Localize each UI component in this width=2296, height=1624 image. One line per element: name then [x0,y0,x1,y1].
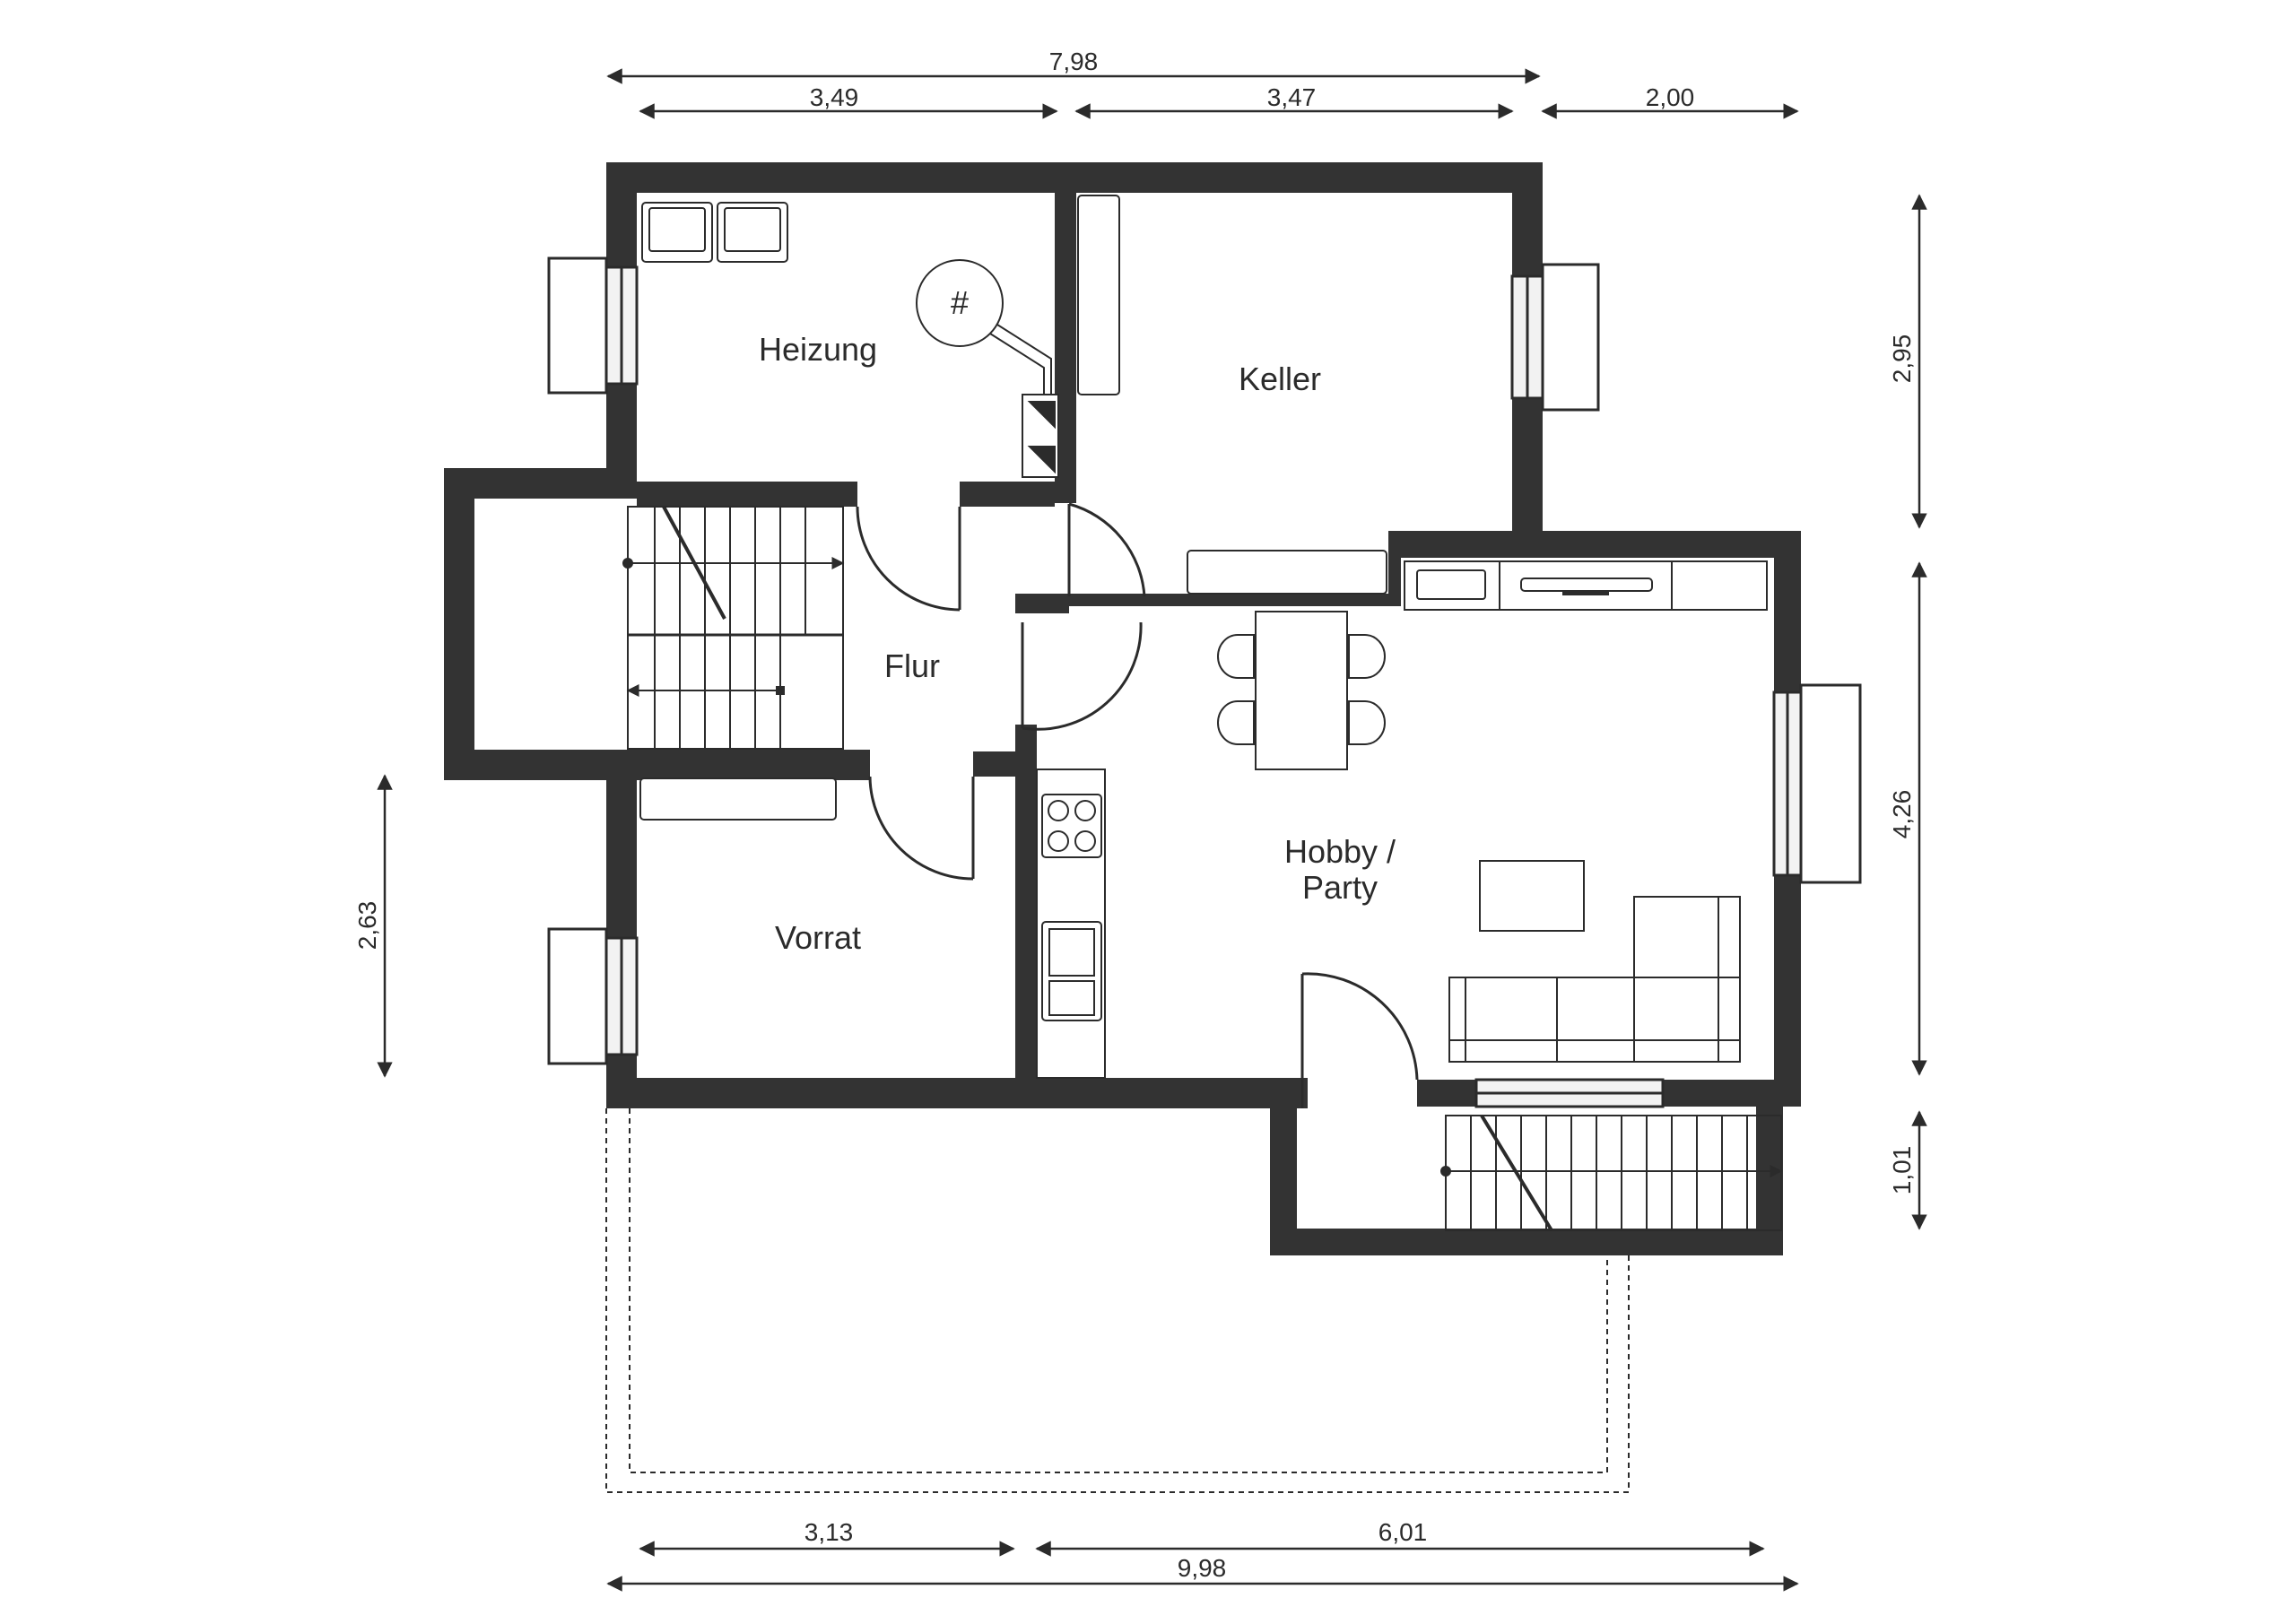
door-hobby [1022,621,1143,731]
windows [547,256,1862,1108]
room-label-keller: Keller [1239,360,1321,397]
dim-left: 2,63 [353,901,381,951]
dim-bottom-left: 3,13 [804,1518,854,1546]
terrace-outline [605,1108,1630,1493]
chair [1348,700,1386,745]
room-label-hobby-2: Party [1302,869,1378,906]
dining-table [1255,611,1348,770]
room-label-heizung: Heizung [759,331,877,368]
dim-bottom-total: 9,98 [1178,1554,1227,1582]
keller-shelf [1077,195,1120,395]
keller-bench [1187,550,1387,595]
window-vorrat [547,927,608,1065]
dim-top-right: 2,00 [1646,83,1695,111]
door-hobby-south [1301,972,1419,1081]
room-label-hobby-1: Hobby / [1284,833,1396,870]
stairs-lower [1440,1114,1783,1232]
vorrat-shelf [639,777,837,821]
room-label-flur: Flur [884,647,940,684]
dim-top-mid: 3,47 [1267,83,1317,111]
fixtures [639,195,1768,1079]
tv [1520,578,1653,592]
window-keller [1541,263,1600,412]
dimension-lines [377,68,1927,1592]
coffee-table [1479,860,1585,932]
labels: Heizung Keller Flur Vorrat Hobby / Party… [353,48,1916,1582]
window-heizung [547,256,608,395]
room-label-vorrat: Vorrat [775,919,861,956]
door-heizung [856,506,961,612]
walls [444,162,1801,1255]
boiler [916,259,1004,347]
stairs-upper [622,506,845,750]
doors [856,502,1419,1108]
window-hobby [1799,683,1862,884]
dim-bottom-right: 6,01 [1378,1518,1428,1546]
door-vorrat [868,776,974,881]
dim-right-upper: 2,95 [1888,334,1916,384]
boiler-symbol: # [951,284,969,321]
dim-right-lower: 1,01 [1888,1146,1916,1195]
dim-right-middle: 4,26 [1888,790,1916,839]
door-keller [1068,502,1146,597]
dim-top-left: 3,49 [810,83,859,111]
dim-top-total: 7,98 [1049,48,1099,75]
chair [1217,634,1255,679]
chair [1348,634,1386,679]
chair [1217,700,1255,745]
